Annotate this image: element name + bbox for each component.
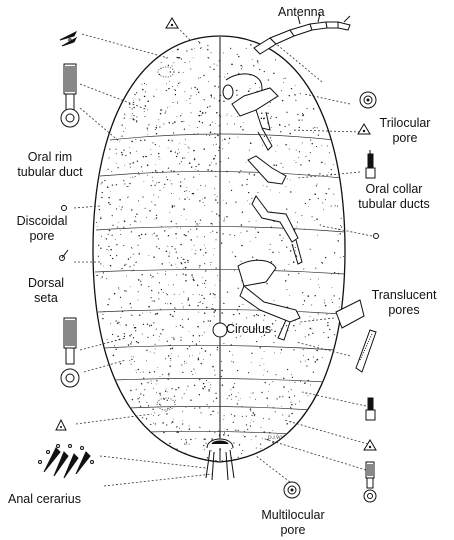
label-multilocular-line2: pore [280,523,306,537]
anal-cerarius-icon [38,444,94,479]
oral-collar-duct-lower-icon [365,397,376,421]
discoidal-pore-right-icon [373,233,379,239]
oral-rim-duct-right-icon [363,461,377,503]
label-oral-rim-line1: Oral rim [27,150,73,164]
label-dorsal-seta-line1: Dorsal [27,276,65,290]
multilocular-pore-icon [283,481,301,499]
dorsal-seta-icon [59,249,69,261]
oral-rim-duct-second-icon [60,317,80,388]
label-trilocular-line1: Trilocular [379,116,431,130]
label-discoidal-pore: Discoidal pore [10,214,74,244]
label-translucent-line1: Translucent [371,288,437,302]
label-discoidal-line2: pore [29,229,55,243]
leader-lines [73,27,373,487]
trilocular-pore-lower-icon [363,439,377,451]
body-outline [92,35,346,463]
discoidal-pore-icon [61,205,67,211]
oral-rim-tubular-duct-icon [60,63,80,128]
eye [222,84,234,100]
oral-collar-duct-icon [365,150,376,179]
label-multilocular-pore: Multilocular pore [248,508,338,538]
label-oral-collar-line2: tubular ducts [358,197,430,211]
label-multilocular-line1: Multilocular [261,508,325,522]
label-oral-collar-line1: Oral collar [365,182,423,196]
dorsal-setae-icon [59,30,78,47]
label-dorsal-seta: Dorsal seta [16,276,76,306]
label-circulus: Circulus [226,322,272,336]
legs [225,73,303,341]
dorsal-ostiole [157,66,175,78]
segment-lines [94,133,345,435]
label-oral-rim-tubular-duct: Oral rim tubular duct [4,150,96,180]
top-trilocular-icon [165,17,179,29]
label-oral-collar-tubular-ducts: Oral collar tubular ducts [344,182,444,212]
translucent-pore-plate-icon [335,299,377,373]
label-translucent-pores: Translucent pores [362,288,446,318]
label-antenna: Antenna [278,5,325,19]
trilocular-pore-icon [357,123,371,135]
left-trilocular-pore-icon [55,418,67,431]
posterior-ostiole [156,397,176,411]
label-anal-cerarius: Anal cerarius [8,492,81,506]
antenna-drawing [253,13,351,55]
artist-signature: D.J.W. [268,436,282,441]
label-discoidal-line1: Discoidal [16,214,68,228]
label-trilocular-line2: pore [392,131,418,145]
label-dorsal-seta-line2: seta [34,291,58,305]
label-oral-rim-line2: tubular duct [17,165,83,179]
label-translucent-line2: pores [388,303,420,317]
label-trilocular-pore: Trilocular pore [368,116,442,146]
circulus [212,322,228,338]
anal-ring [205,438,235,481]
multilocular-pore-small-icon [359,91,377,109]
